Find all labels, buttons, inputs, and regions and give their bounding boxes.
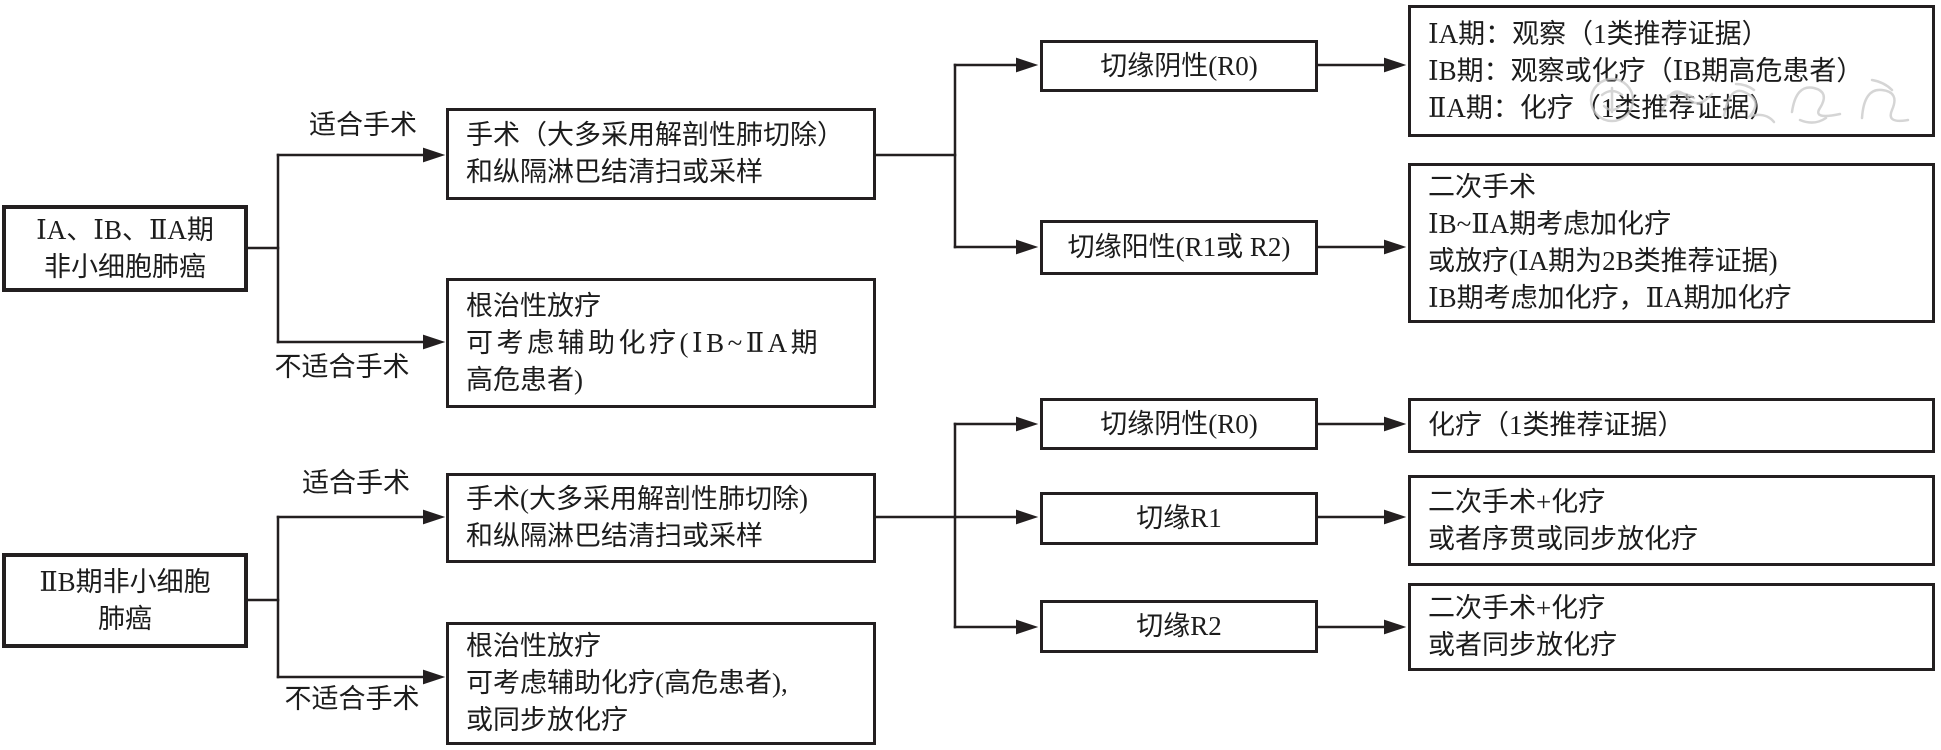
outcome-box-margin-positive: 二次手术 ⅠB~ⅡA期考虑加化疗 或放疗(ⅠA期为2B类推荐证据) ⅠB期考虑加… [1408, 163, 1935, 323]
outcome-box-r0: 化疗（1类推荐证据） [1408, 398, 1935, 453]
outcome-line: ⅡA期：化疗（1类推荐证据） [1428, 92, 1777, 123]
surgery-box-bottom: 手术(大多采用解剖性肺切除) 和纵隔淋巴结清扫或采样 [446, 473, 876, 563]
margin-box-label: 切缘R1 [1136, 503, 1222, 533]
outcome-line: ⅠB~ⅡA期考虑加化疗 [1428, 209, 1672, 239]
margin-r1-box: 切缘R1 [1040, 492, 1318, 545]
margin-box-label: 切缘阴性(R0) [1100, 408, 1258, 439]
margin-positive-r1-r2-box: 切缘阳性(R1或 R2) [1040, 220, 1318, 275]
margin-negative-r0-box-top: 切缘阴性(R0) [1040, 40, 1318, 92]
surgery-box-line: 和纵隔淋巴结清扫或采样 [466, 521, 763, 551]
outcome-box-r2: 二次手术+化疗 或者同步放化疗 [1408, 583, 1935, 671]
surgery-box-line: 手术（大多采用解剖性肺切除） [466, 120, 844, 150]
outcome-line: 化疗（1类推荐证据） [1428, 410, 1685, 440]
margin-r0-box-bottom: 切缘阴性(R0) [1040, 398, 1318, 450]
branch-label-unfit-surgery-top: 不适合手术 [274, 352, 410, 382]
outcome-line: 或者同步放化疗 [1428, 630, 1617, 660]
outcome-line: ⅠB期：观察或化疗（ⅠB期高危患者） [1428, 55, 1864, 86]
stage-box-line: ⅡB期非小细胞 [39, 566, 211, 597]
margin-box-label: 切缘阴性(R0) [1100, 50, 1258, 81]
radiotherapy-box-top: 根治性放疗 可考虑辅助化疗(ⅠB~ⅡA期 高危患者) [446, 278, 876, 408]
outcome-line: 或者序贯或同步放化疗 [1428, 523, 1698, 554]
stage-box-line: 非小细胞肺癌 [44, 251, 206, 282]
margin-r2-box: 切缘R2 [1040, 600, 1318, 653]
outcome-line: ⅠB期考虑加化疗，ⅡA期加化疗 [1428, 283, 1792, 313]
surgery-box-line: 手术(大多采用解剖性肺切除) [466, 484, 808, 514]
radiotherapy-box-line: 高危患者) [466, 364, 583, 395]
radiotherapy-box-line: 或同步放化疗 [466, 705, 628, 735]
stage-box-line: 肺癌 [98, 603, 152, 634]
outcome-box-margin-negative: ⅠA期：观察（1类推荐证据） ⅠB期：观察或化疗（ⅠB期高危患者） ⅡA期：化疗… [1408, 5, 1935, 137]
branch-label-unfit-surgery-bottom: 不适合手术 [284, 684, 420, 714]
surgery-box-top: 手术（大多采用解剖性肺切除） 和纵隔淋巴结清扫或采样 [446, 108, 876, 200]
radiotherapy-box-bottom: 根治性放疗 可考虑辅助化疗(高危患者), 或同步放化疗 [446, 622, 876, 745]
outcome-line: 二次手术 [1428, 172, 1536, 202]
stage-box-line: ⅠA、ⅠB、ⅡA期 [36, 214, 214, 245]
radiotherapy-box-line: 可考虑辅助化疗(高危患者), [466, 668, 788, 698]
surgery-box-line: 和纵隔淋巴结清扫或采样 [466, 157, 763, 187]
stage-box-1a-1b-2a-nsclc: ⅠA、ⅠB、ⅡA期 非小细胞肺癌 [2, 205, 248, 292]
radiotherapy-box-line: 根治性放疗 [466, 631, 601, 661]
branch-label-fit-surgery-top: 适合手术 [309, 110, 417, 140]
radiotherapy-box-line: 根治性放疗 [466, 290, 601, 321]
branch-label-fit-surgery-bottom: 适合手术 [302, 468, 410, 498]
radiotherapy-box-line: 可考虑辅助化疗(ⅠB~ⅡA期 [466, 327, 822, 358]
outcome-line: ⅠA期：观察（1类推荐证据） [1428, 18, 1769, 49]
outcome-line: 二次手术+化疗 [1428, 593, 1606, 623]
outcome-line: 或放疗(ⅠA期为2B类推荐证据) [1428, 246, 1778, 276]
outcome-box-r1: 二次手术+化疗 或者序贯或同步放化疗 [1408, 475, 1935, 566]
stage-box-2b-nsclc: ⅡB期非小细胞 肺癌 [2, 553, 248, 648]
outcome-line: 二次手术+化疗 [1428, 486, 1606, 517]
margin-box-label: 切缘阳性(R1或 R2) [1067, 232, 1291, 262]
margin-box-label: 切缘R2 [1136, 611, 1222, 641]
